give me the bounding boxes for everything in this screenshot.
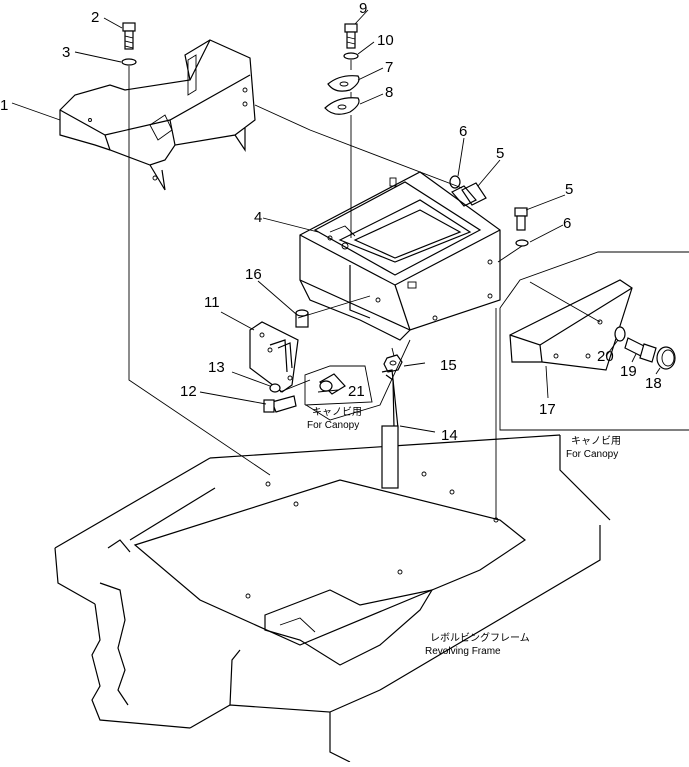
- canopy-box-left: [304, 365, 373, 406]
- label-part-4: 4: [254, 209, 262, 226]
- label-part-5-upper: 5: [496, 145, 504, 162]
- label-part-16: 16: [245, 266, 262, 283]
- part-8-gasket: [324, 97, 360, 115]
- part-10-washer: [343, 52, 359, 60]
- label-part-10: 10: [377, 32, 394, 49]
- revolving-frame: [54, 434, 611, 763]
- caption-canopy-jp-left: キャノビ用: [312, 406, 362, 418]
- label-part-6-upper: 6: [459, 123, 467, 140]
- label-part-9: 9: [359, 0, 367, 17]
- label-part-11: 11: [204, 294, 220, 311]
- part-3-washer: [121, 58, 137, 66]
- caption-frame-jp: レボルビングフレーム: [430, 631, 530, 644]
- part-12-bolt: [263, 395, 297, 413]
- label-part-2: 2: [91, 9, 99, 26]
- part-11-plate: [249, 321, 299, 393]
- captions: キャノビ用 For Canopy キャノビ用 For Canopy レボルビング…: [307, 406, 621, 657]
- canopy-group-right: [499, 251, 689, 431]
- caption-canopy-en-right: For Canopy: [566, 449, 618, 460]
- caption-frame-en: Revolving Frame: [425, 646, 501, 657]
- part-5-bolt-upper: [451, 182, 487, 207]
- caption-canopy-jp-right: キャノビ用: [571, 435, 621, 447]
- label-part-19: 19: [620, 363, 637, 380]
- part-2-bolt: [122, 22, 136, 50]
- part-4-box: [299, 171, 501, 341]
- label-part-18: 18: [645, 375, 662, 392]
- label-part-3: 3: [62, 44, 70, 61]
- part-9-bolt: [344, 23, 358, 49]
- leader-lines: [11, 9, 661, 433]
- label-part-13: 13: [208, 359, 225, 376]
- caption-canopy-en-left: For Canopy: [307, 420, 359, 431]
- part-13-washer: [269, 383, 281, 393]
- label-part-1: 1: [0, 97, 8, 114]
- part-number-labels: 1 2 3 4 5 5 6 6 7 8 9 10 11 12 13 14 15 …: [0, 0, 662, 444]
- label-part-6-right: 6: [563, 215, 571, 232]
- label-part-12: 12: [180, 383, 197, 400]
- part-5-bolt-right: [514, 207, 528, 231]
- label-part-7: 7: [385, 59, 393, 76]
- label-part-15: 15: [440, 357, 457, 374]
- part-7-gasket: [327, 75, 360, 92]
- label-part-21: 21: [348, 383, 365, 400]
- label-part-20: 20: [597, 348, 614, 365]
- label-part-5-right: 5: [565, 181, 573, 198]
- part-1-bracket: [59, 39, 256, 191]
- label-part-14: 14: [441, 427, 458, 444]
- label-part-17: 17: [539, 401, 556, 418]
- part-6-washer-upper: [449, 175, 461, 189]
- alignment-lines: [128, 60, 601, 520]
- part-16-nut: [295, 309, 309, 328]
- label-part-8: 8: [385, 84, 393, 101]
- part-6-washer-right: [515, 239, 529, 247]
- part-14-rod: [381, 369, 399, 489]
